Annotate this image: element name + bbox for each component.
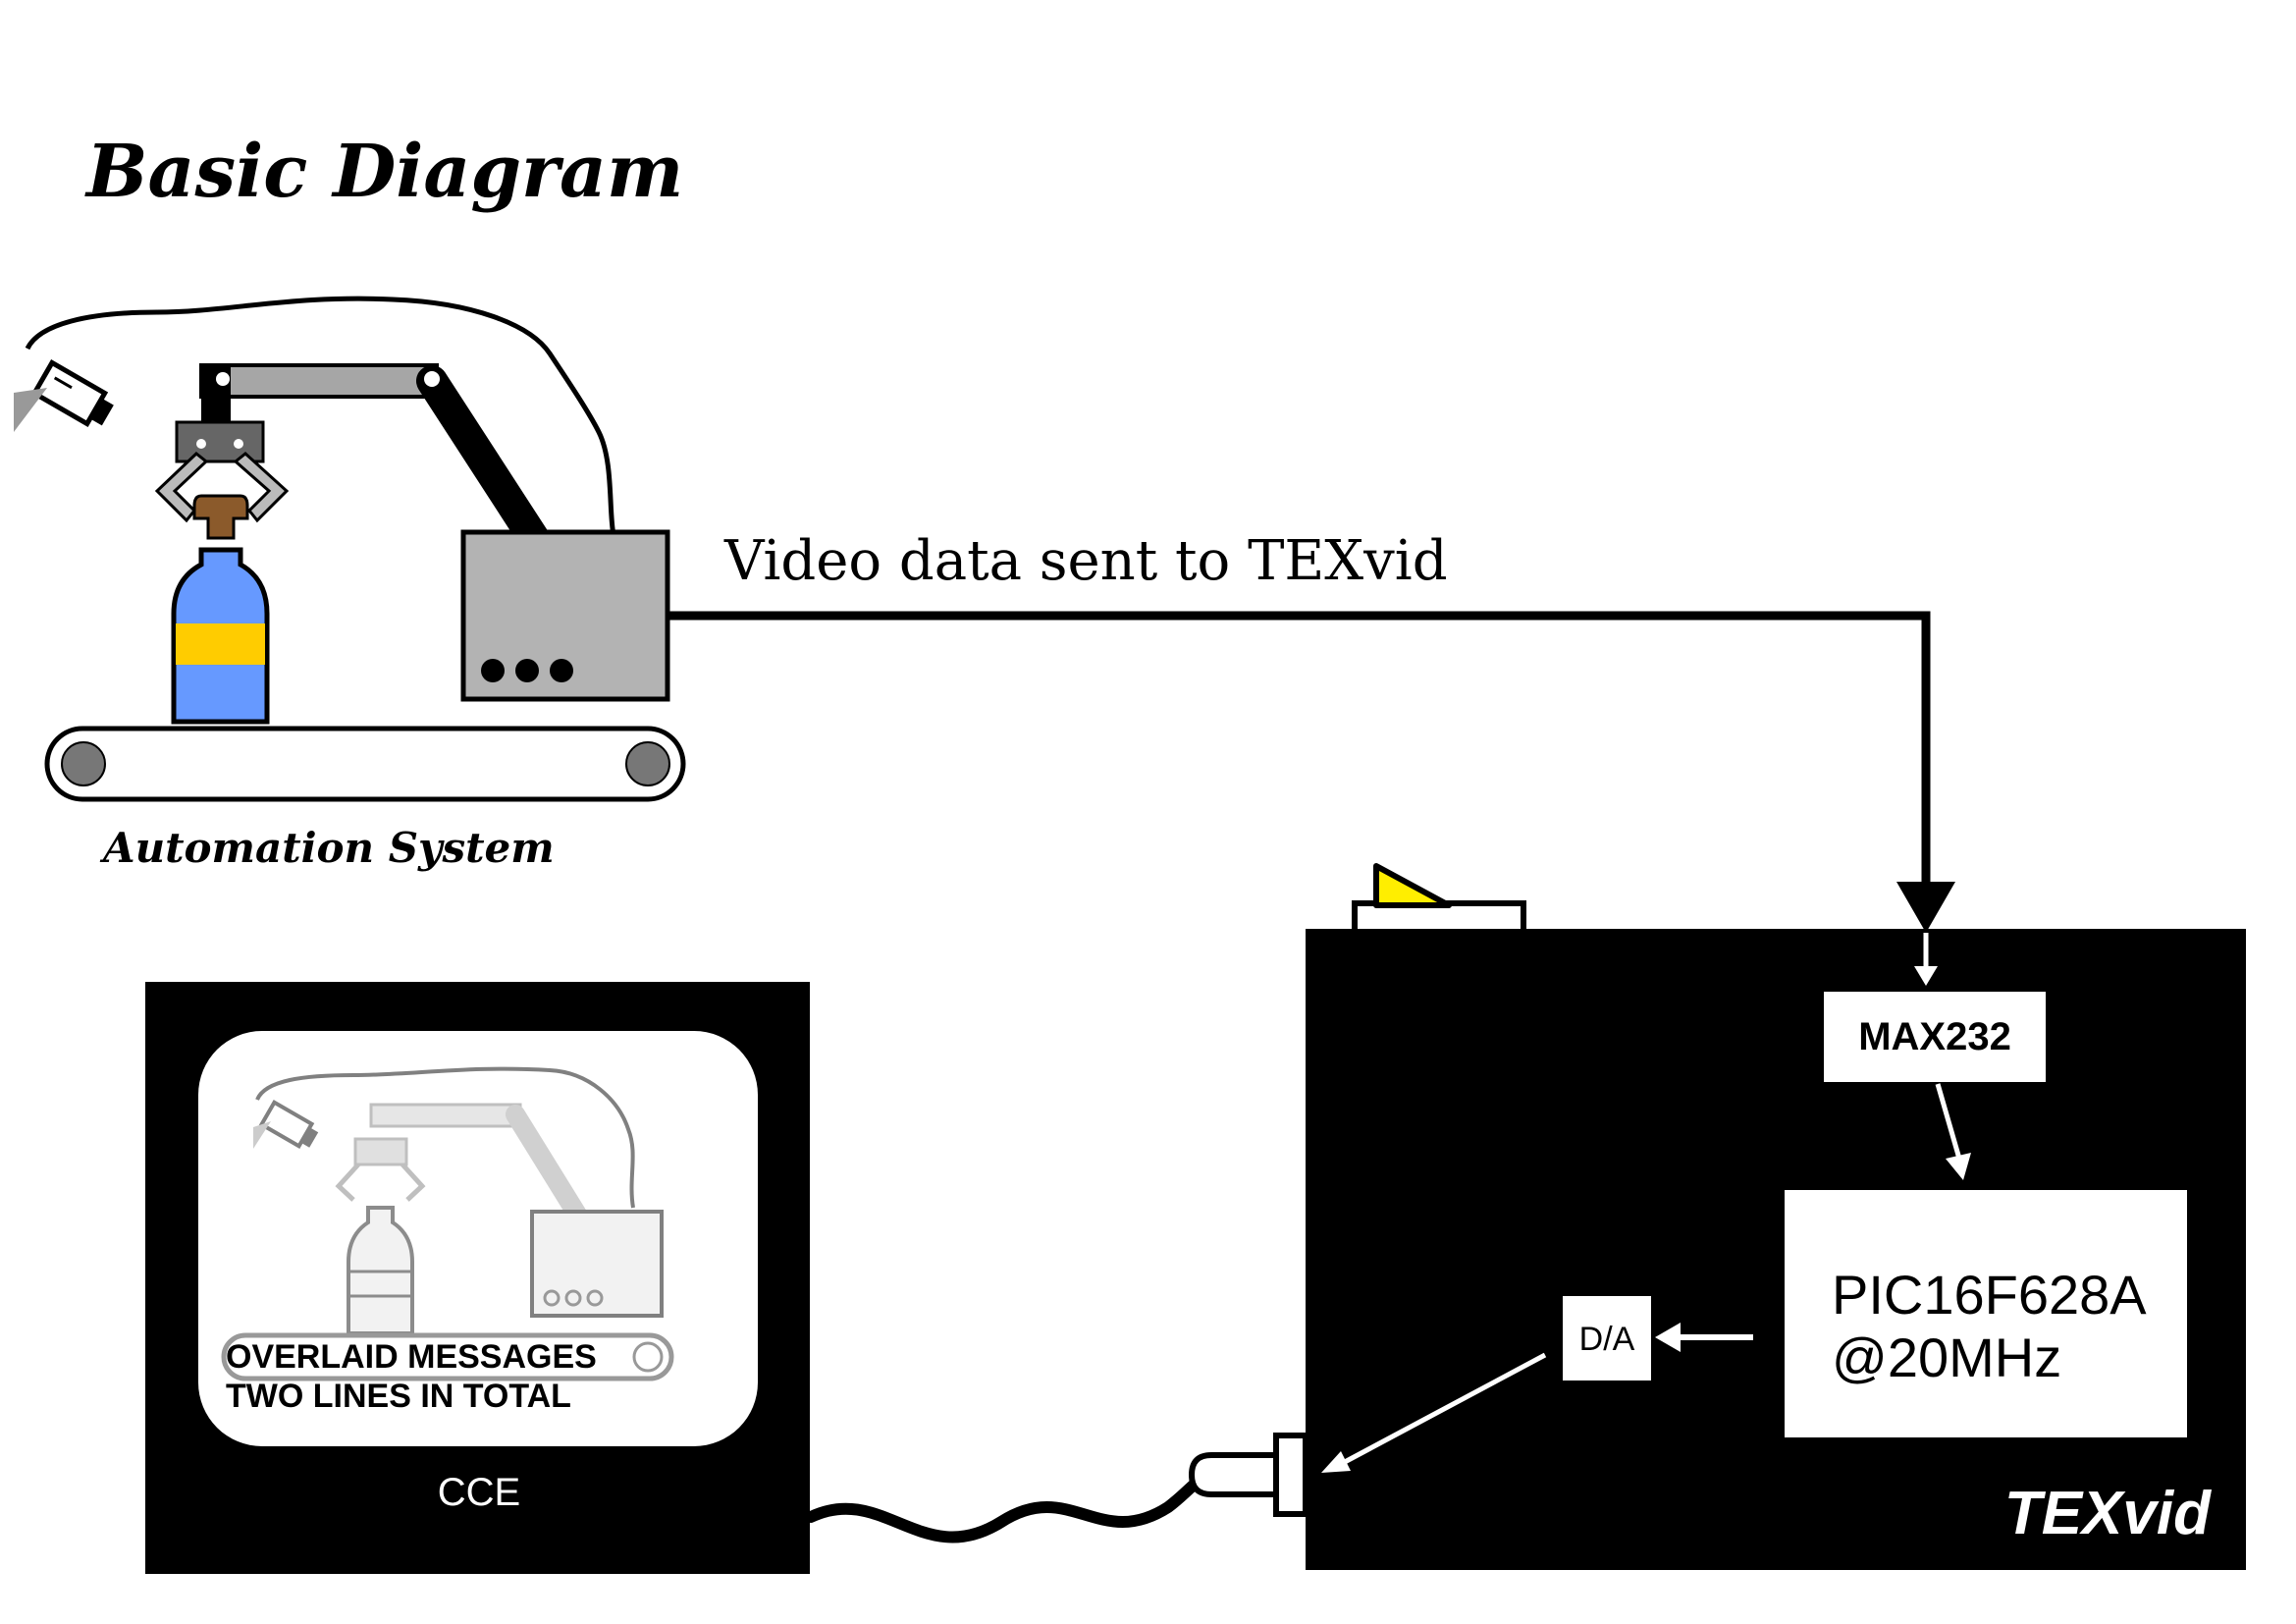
max232-to-pic-arrow-line	[1935, 1083, 1962, 1160]
camera-light-cone	[14, 388, 47, 432]
faded-led-3	[586, 1289, 604, 1307]
faded-controller-box	[530, 1210, 664, 1318]
diagram-title: Basic Diagram	[84, 130, 683, 214]
faded-camera-icon	[258, 1100, 319, 1149]
camera-icon	[30, 358, 114, 428]
faded-conveyor	[221, 1332, 674, 1381]
gripper-pin-left	[196, 439, 206, 449]
controller-led-1	[481, 659, 505, 682]
arm-upper-segment	[199, 363, 439, 399]
video-link-cable	[667, 611, 1931, 889]
video-link-label: Video data sent to TEXvid	[723, 529, 1448, 593]
faded-camera-cable	[255, 1066, 635, 1209]
da-to-output-arrow-line	[1341, 1352, 1547, 1466]
overlay-message-line-1: OVERLAID MESSAGES	[226, 1338, 597, 1376]
texvid-unit: MAX232 PIC16F628A @20MHz D/A TEXvid	[1306, 863, 2246, 1570]
camera-cable	[25, 296, 616, 536]
monitor-screen-image	[221, 1066, 674, 1381]
chip-pic-label-line-2: @20MHz	[1832, 1326, 2061, 1388]
faded-arm-upper	[369, 1103, 522, 1128]
pic-to-da-arrow-head	[1655, 1323, 1681, 1352]
connector-socket	[1273, 1433, 1308, 1517]
chip-max232	[1824, 992, 2046, 1082]
gripper-head	[175, 420, 265, 463]
automation-system: Automation System	[14, 296, 686, 872]
arm-joint-right	[424, 371, 440, 387]
max232-to-pic-arrow-head	[1946, 1153, 1971, 1180]
controller-led-3	[550, 659, 573, 682]
arm-lower-segment	[416, 365, 551, 556]
input-arrow-head	[1914, 966, 1938, 986]
video-link-arrowhead	[1896, 882, 1955, 933]
bottle-cap	[192, 494, 249, 540]
monitor: OVERLAID MESSAGES TWO LINES IN TOTAL CCE	[145, 982, 810, 1574]
automation-system-label: Automation System	[99, 824, 555, 872]
chip-max232-label: MAX232	[1858, 1015, 2011, 1058]
gripper-pin-right	[234, 439, 243, 449]
gripper-claw-right	[233, 452, 290, 523]
chip-pic	[1785, 1190, 2187, 1437]
faded-gripper-claws	[335, 1163, 426, 1202]
bottle-band	[176, 623, 265, 665]
chip-da	[1563, 1296, 1651, 1380]
video-output-connector	[1188, 1433, 1308, 1517]
texvid-switch-toggle	[1373, 863, 1452, 908]
faded-camera-light-cone	[253, 1121, 271, 1149]
faded-led-1	[543, 1289, 561, 1307]
da-to-output-arrow-head	[1321, 1451, 1351, 1473]
monitor-screen	[198, 1031, 758, 1446]
faded-arm-lower	[506, 1105, 589, 1227]
monitor-video-cable	[805, 1467, 1218, 1543]
controller-led-2	[515, 659, 539, 682]
chip-da-label: D/A	[1579, 1321, 1635, 1358]
chip-pic-label-line-1: PIC16F628A	[1832, 1264, 2147, 1326]
conveyor-roller-left	[61, 741, 106, 786]
monitor-label: CCE	[438, 1471, 520, 1514]
conveyor-belt	[44, 726, 686, 802]
faded-gripper	[353, 1137, 408, 1166]
texvid-brand: TEXvid	[2004, 1480, 2212, 1547]
faded-led-2	[564, 1289, 582, 1307]
connector-plug	[1188, 1452, 1279, 1497]
arm-joint-left	[216, 372, 230, 386]
conveyor-roller-right	[625, 741, 670, 786]
faded-roller	[632, 1341, 664, 1373]
overlay-message-line-2: TWO LINES IN TOTAL	[226, 1378, 571, 1415]
